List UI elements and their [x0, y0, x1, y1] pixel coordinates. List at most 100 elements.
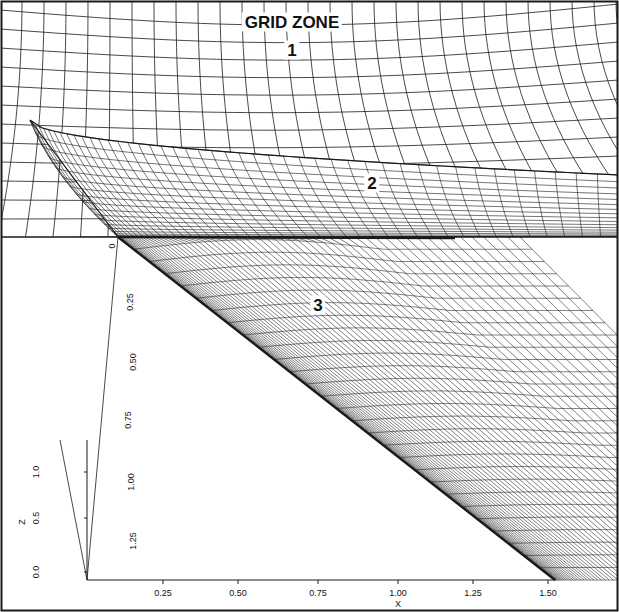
- zone3-chordwise-line: [321, 391, 617, 396]
- zone2-grid-line: [69, 185, 617, 209]
- zone3-chordwise-line: [493, 530, 617, 531]
- zone3-chordwise-line: [243, 328, 617, 335]
- x-axis-tick: [318, 580, 319, 584]
- axis-tick-label: 0.75: [309, 589, 327, 598]
- zone3-chordwise-line: [415, 467, 617, 470]
- zone3-spanwise-line: [123, 237, 559, 580]
- zone3-chordwise-line: [149, 252, 544, 261]
- zone1-grid-line: [2, 42, 617, 60]
- zone3-chordwise-line: [383, 441, 617, 445]
- zone2-boundary: [30, 120, 617, 237]
- axis-tick-label: 0.0: [32, 566, 41, 579]
- wing-root-surface: [118, 237, 455, 238]
- zone3-chordwise-line: [508, 542, 617, 543]
- zone-number: 2: [364, 174, 379, 193]
- axis-tick-label: 1.00: [127, 473, 136, 491]
- zone1-grid-line: [2, 2, 22, 237]
- zone3-spanwise-line: [195, 237, 613, 580]
- axis-tick-label: 1.25: [464, 589, 482, 598]
- axis-tick-label: 0.25: [154, 589, 172, 598]
- zone2-grid-line: [42, 145, 617, 188]
- zone-number: 1: [284, 41, 299, 60]
- axis-tick-label: 1.00: [389, 589, 407, 598]
- zone3-spanwise-line: [145, 237, 575, 580]
- zone3-chordwise-line: [555, 580, 617, 581]
- zone3-spanwise-line: [156, 237, 584, 580]
- zone3-spanwise-line: [165, 237, 591, 580]
- zone1-grid-line: [2, 99, 617, 113]
- x-axis-tick: [163, 580, 164, 584]
- zone3-chordwise-line: [258, 340, 617, 347]
- zone2-grid-line: [36, 133, 617, 182]
- zone3-chordwise-line: [446, 492, 617, 495]
- axis-title: Z: [18, 519, 27, 525]
- zone1-grid-line: [2, 118, 617, 130]
- zone3-chordwise-line: [196, 290, 581, 298]
- zone3-spanwise-line: [133, 237, 566, 580]
- zone3-chordwise-line: [180, 277, 568, 286]
- axis-tick-label: 0: [108, 243, 117, 248]
- zone3-chordwise-line: [539, 567, 617, 568]
- zone2-grid-line: [89, 208, 618, 222]
- wing-leading-edge: [118, 237, 555, 580]
- zone3-chordwise-line: [399, 454, 617, 458]
- zone-title: GRID ZONE: [242, 13, 342, 32]
- x-axis-tick: [473, 580, 474, 584]
- zone3-spanwise-line: [142, 237, 573, 580]
- zone3-spanwise-line: [131, 237, 565, 580]
- zone2-grid-line: [31, 122, 119, 237]
- zone3-chordwise-line: [290, 366, 617, 372]
- zone2-grid-line: [30, 120, 617, 175]
- axis-title: X: [395, 600, 401, 609]
- zone2-grid-line: [48, 156, 617, 194]
- zone1-grid-line: [2, 80, 617, 95]
- axis-tick-label: 0.25: [126, 293, 135, 311]
- zone3-spanwise-line: [184, 237, 605, 580]
- y-axis: [60, 440, 87, 580]
- zone3-spanwise-line: [319, 237, 617, 580]
- zone-number: 3: [310, 296, 325, 315]
- zone3-chordwise-line: [212, 303, 593, 311]
- zone3-chordwise-line: [461, 504, 617, 506]
- zone3-spanwise-line: [119, 237, 556, 580]
- x-axis-tick: [238, 580, 239, 584]
- zone2-grid-line: [94, 214, 617, 225]
- zone3-spanwise-line: [169, 237, 594, 580]
- symmetry-plane-line: [2, 236, 617, 237]
- zone1-grid-line: [53, 2, 66, 237]
- zone3-chordwise-line: [337, 404, 618, 409]
- axis-tick-label: 1.0: [32, 466, 41, 479]
- zone3-spanwise-line: [337, 237, 617, 580]
- zone3-spanwise-line: [174, 237, 597, 580]
- axis-tick-label: 0.50: [229, 589, 247, 598]
- axis-tick-label: 0.50: [129, 353, 138, 371]
- zone3-chordwise-line: [524, 554, 617, 556]
- zone3-chordwise-line: [368, 429, 617, 433]
- zone3-chordwise-line: [274, 353, 617, 359]
- zone3-chordwise-line: [165, 265, 557, 274]
- zone3-chordwise-line: [352, 416, 617, 421]
- x-axis-tick: [548, 580, 549, 584]
- x-axis-tick: [398, 580, 399, 584]
- zone3-spanwise-line: [301, 237, 617, 580]
- zone3-spanwise-line: [139, 237, 571, 580]
- zone3-chordwise-line: [227, 315, 605, 322]
- zone3-spanwise-line: [118, 237, 555, 580]
- zone3-spanwise-line: [126, 237, 561, 580]
- zone3-chordwise-line: [305, 378, 617, 384]
- zone3-chordwise-line: [477, 517, 617, 519]
- axis-tick-label: 0.5: [32, 512, 41, 525]
- z-axis: [87, 440, 88, 580]
- zone3-spanwise-line: [118, 237, 555, 580]
- zone3-chordwise-line: [134, 240, 533, 250]
- leading-edge-axis: [87, 237, 118, 580]
- zone3-chordwise-line: [430, 479, 617, 482]
- z-axis-tick: [84, 518, 87, 519]
- zone2-grid-line: [82, 201, 617, 218]
- x-axis: [87, 580, 555, 581]
- zone2-grid-line: [30, 120, 118, 237]
- zone3-spanwise-line: [152, 237, 581, 580]
- axis-tick-label: 1.50: [539, 589, 557, 598]
- zone2-grid-line: [62, 176, 617, 205]
